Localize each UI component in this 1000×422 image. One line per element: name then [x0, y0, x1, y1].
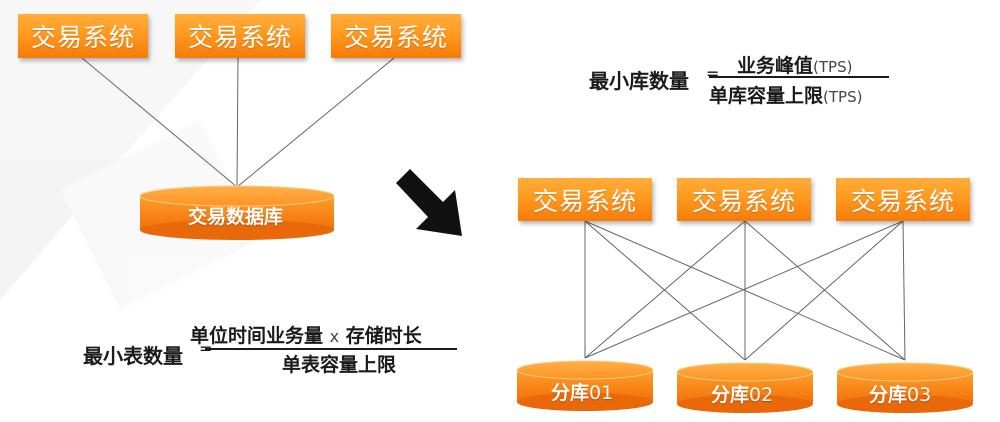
shard-label-1: 分库01 [551, 382, 614, 404]
right-system-box-1: 交易系统 [518, 178, 652, 221]
table-formula-lhs: 最小表数量 [83, 344, 183, 368]
db-formula-lhs: 最小库数量 [589, 69, 689, 93]
table-formula-denominator: 单表容量上限 [282, 354, 397, 376]
left-system-label-2: 交易系统 [187, 23, 292, 52]
left-database-label: 交易数据库 [188, 206, 284, 228]
db-formula-denominator: 单库容量上限(TPS) [709, 85, 863, 107]
right-system-box-3: 交易系统 [836, 178, 970, 221]
right-system-label-2: 交易系统 [691, 186, 796, 216]
table-formula-fraction-line [205, 348, 457, 350]
table-formula-numerator: 单位时间业务量 x 存储时长 [190, 325, 422, 347]
shard-cylinder-3 [836, 362, 974, 413]
db-formula-equals: = [706, 64, 720, 83]
right-system-label-1: 交易系统 [532, 186, 637, 216]
left-system-box-1: 交易系统 [18, 14, 148, 58]
left-connectors [81, 57, 395, 188]
right-connectors [584, 220, 906, 361]
db-formula-fraction-line [709, 76, 889, 78]
shard-cylinder-2 [676, 362, 814, 413]
left-system-label-3: 交易系统 [343, 23, 448, 52]
db-formula-numerator: 业务峰值(TPS) [737, 55, 853, 77]
shard-label-3: 分库03 [869, 384, 932, 406]
shard-cylinder-1 [516, 360, 654, 411]
down-right-arrow-icon [396, 169, 462, 236]
left-system-box-2: 交易系统 [175, 14, 305, 58]
left-system-box-3: 交易系统 [331, 14, 461, 58]
shard-label-2: 分库02 [711, 384, 774, 406]
left-system-label-1: 交易系统 [30, 23, 135, 52]
right-system-box-2: 交易系统 [677, 178, 811, 221]
left-database-cylinder [139, 185, 335, 240]
right-system-label-3: 交易系统 [850, 186, 955, 216]
